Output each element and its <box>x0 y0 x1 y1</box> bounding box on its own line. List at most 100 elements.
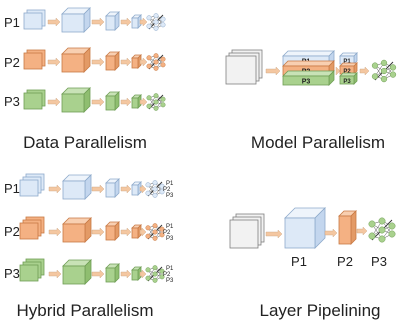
flow-arrow <box>48 184 62 194</box>
layer-block <box>62 259 92 285</box>
flow-arrow <box>91 227 105 237</box>
flow-arrow <box>356 226 368 236</box>
network-icon <box>145 223 165 241</box>
pipeline-stage-p1-block <box>284 207 326 249</box>
input-batch <box>225 49 263 85</box>
network-icon <box>145 180 165 198</box>
layer-block <box>61 47 91 73</box>
flow-arrow <box>120 97 132 107</box>
layer-block <box>131 54 142 69</box>
layer-block <box>105 11 120 31</box>
flow-arrow <box>48 227 62 237</box>
data-parallel-rows <box>23 7 166 113</box>
data-row-p2 <box>23 47 166 73</box>
flow-arrow <box>359 66 370 76</box>
flow-arrow <box>139 97 148 107</box>
input-batch <box>23 89 46 110</box>
data-row-label-p2: P2 <box>4 55 20 70</box>
hybrid-output-label: P3 <box>166 236 174 242</box>
flow-arrow <box>120 17 132 27</box>
layer-block <box>105 263 120 283</box>
hybrid-output-label: P1 <box>166 181 174 187</box>
flow-arrow <box>91 17 105 27</box>
flow-arrow <box>265 229 283 239</box>
layer-block <box>105 221 120 241</box>
flow-arrow <box>47 57 61 67</box>
data-parallelism-panel: P1 P2 P3 Data Parallelism <box>4 7 166 152</box>
flow-arrow <box>139 57 148 67</box>
hybrid-row-label-p3: P3 <box>4 266 20 281</box>
hybrid-output-label: P3 <box>166 278 174 284</box>
input-batch <box>19 258 45 282</box>
flow-arrow <box>139 17 148 27</box>
data-row-label-p3: P3 <box>4 94 20 109</box>
layer-block <box>105 51 120 71</box>
network-icon <box>145 265 165 283</box>
hybrid-output-label: P1 <box>166 224 174 230</box>
layer-block <box>61 7 91 33</box>
data-parallelism-title: Data Parallelism <box>23 133 147 152</box>
layer-block <box>131 14 142 29</box>
input-batch <box>229 213 265 249</box>
network-icon <box>146 53 166 71</box>
network-icon <box>371 59 397 83</box>
model-parallelism-title: Model Parallelism <box>251 133 385 152</box>
model-slice-small-p1: P1 <box>339 52 358 65</box>
flow-arrow <box>120 57 132 67</box>
flow-arrow <box>48 269 62 279</box>
hybrid-row-label-p2: P2 <box>4 224 20 239</box>
model-slice-label-small: P3 <box>343 79 351 85</box>
flow-arrow <box>120 184 132 194</box>
hybrid-parallelism-title: Hybrid Parallelism <box>17 301 154 320</box>
layer-block <box>105 91 120 111</box>
model-parallelism-panel: P1P1P2P2P3P3 Model Parallelism <box>225 49 397 152</box>
input-batch <box>23 9 46 30</box>
model-slice-p3: P3 <box>282 70 335 86</box>
input-batch <box>19 216 45 240</box>
layer-block <box>131 224 142 239</box>
model-slice-block-small <box>339 52 358 65</box>
model-slice-label-small: P1 <box>343 59 351 65</box>
layer-block <box>131 266 142 281</box>
pipeline-stage-p3-network-icon <box>368 217 396 243</box>
layer-pipelining-title: Layer Pipelining <box>260 301 381 320</box>
pipeline-stage-label-p1: P1 <box>291 254 307 269</box>
model-slice-block <box>282 50 335 66</box>
flow-arrow <box>91 97 105 107</box>
hybrid-output-label: P2 <box>163 272 171 278</box>
flow-arrow <box>324 228 338 238</box>
flow-arrow <box>139 227 147 237</box>
flow-arrow <box>139 184 147 194</box>
flow-arrow <box>91 269 105 279</box>
model-slice-small-p2: P2 <box>339 62 358 75</box>
input-batch <box>23 49 46 70</box>
network-icon <box>146 93 166 111</box>
flow-arrow <box>47 17 61 27</box>
pipeline-stage-p2-block <box>338 210 357 245</box>
flow-arrow <box>47 97 61 107</box>
data-row-p3 <box>23 87 166 113</box>
model-slice-small-p3: P3 <box>339 72 358 85</box>
layer-block <box>131 181 142 196</box>
flow-arrow <box>91 57 105 67</box>
pipeline-stages <box>229 207 396 249</box>
data-row-p1 <box>23 7 166 33</box>
flow-arrow <box>91 184 105 194</box>
hybrid-row-label-p1: P1 <box>4 181 20 196</box>
layer-block <box>62 174 92 200</box>
hybrid-output-label: P2 <box>163 230 171 236</box>
model-slice-label-small: P2 <box>343 69 351 75</box>
model-slice-block <box>282 70 335 86</box>
layer-block <box>61 87 91 113</box>
input-batch <box>19 173 45 197</box>
data-row-label-p1: P1 <box>4 15 20 30</box>
flow-arrow <box>335 66 341 76</box>
layer-block <box>105 178 120 198</box>
flow-arrow <box>120 227 132 237</box>
pipeline-stage-label-p2: P2 <box>337 254 353 269</box>
